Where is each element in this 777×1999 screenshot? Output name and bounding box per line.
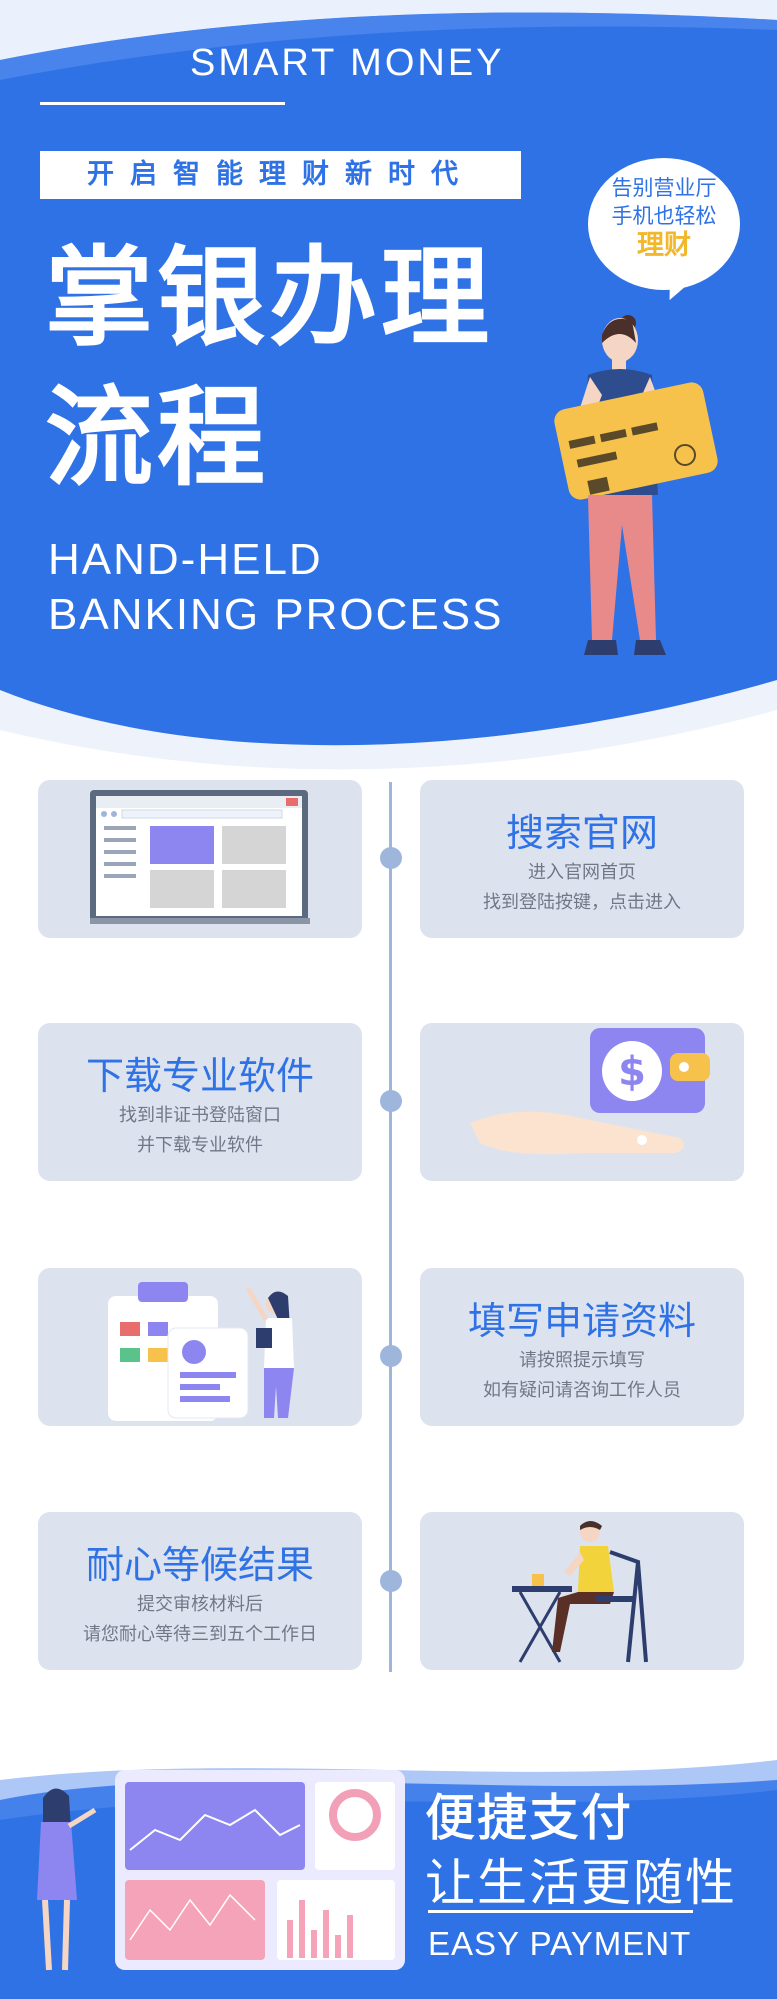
timeline-dot-2 [380, 1090, 402, 1112]
step2-illustration-card: $ [420, 1023, 744, 1181]
step3-text-card: 填写申请资料 请按照提示填写 如有疑问请咨询工作人员 [420, 1268, 744, 1426]
step2-title: 下载专业软件 [85, 1054, 314, 1098]
subtitle-en-line1: HAND-HELD [48, 535, 323, 584]
bubble-line3: 理财 [637, 230, 691, 261]
footer-en: EASY PAYMENT [428, 1925, 692, 1962]
header-divider [40, 102, 285, 105]
footer-line1: 便捷支付 [425, 1789, 633, 1848]
speech-bubble: 告别营业厅 手机也轻松 理财 [588, 158, 740, 290]
footer-divider [428, 1910, 693, 1913]
step4-desc2: 请您耐心等待三到五个工作日 [83, 1624, 317, 1645]
main-title-line2: 流程 [45, 376, 270, 501]
timeline-dot-4 [380, 1570, 402, 1592]
step1-illustration-card [38, 780, 362, 938]
clipboard-form-icon [108, 1282, 294, 1421]
bubble-line2: 手机也轻松 [611, 204, 717, 228]
svg-text:$: $ [618, 1049, 646, 1095]
dashboard-woman-illustration [37, 1770, 405, 1971]
step3-desc2: 如有疑问请咨询工作人员 [483, 1380, 681, 1401]
subtitle-en-line2: BANKING PROCESS [48, 590, 504, 639]
step3-title: 填写申请资料 [467, 1299, 696, 1343]
header-title-en: SMART MONEY [190, 42, 505, 84]
header-bottom-wave [0, 680, 777, 790]
step4-desc1: 提交审核材料后 [137, 1594, 263, 1615]
step2-text-card: 下载专业软件 找到非证书登陆窗口 并下载专业软件 [38, 1023, 362, 1181]
timeline-dot-3 [380, 1345, 402, 1367]
timeline-dot-1 [380, 847, 402, 869]
wallet-dollar-icon: $ [470, 1028, 710, 1155]
footer-line2: 让生活更随性 [425, 1854, 737, 1912]
header-top-wave [0, 0, 777, 80]
step1-title: 搜索官网 [505, 811, 658, 855]
step4-title: 耐心等候结果 [85, 1543, 314, 1587]
step2-desc1: 找到非证书登陆窗口 [119, 1105, 281, 1126]
woman-holding-card-illustration [554, 315, 718, 655]
step1-desc1: 进入官网首页 [528, 862, 636, 883]
step3-desc1: 请按照提示填写 [519, 1350, 645, 1371]
browser-window-icon [90, 790, 310, 924]
step1-desc2: 找到登陆按键，点击进入 [483, 892, 681, 913]
person-waiting-icon [512, 1521, 648, 1663]
step4-illustration-card [420, 1512, 744, 1670]
header-slogan: 开启智能理财新时代 [40, 151, 521, 199]
step4-text-card: 耐心等候结果 提交审核材料后 请您耐心等待三到五个工作日 [38, 1512, 362, 1670]
step2-desc2: 并下载专业软件 [137, 1135, 263, 1156]
main-title-line1: 掌银办理 [45, 236, 494, 361]
timeline-line [389, 782, 392, 1672]
step1-text-card: 搜索官网 进入官网首页 找到登陆按键，点击进入 [420, 780, 744, 938]
step3-illustration-card [38, 1268, 362, 1426]
bubble-line1: 告别营业厅 [611, 176, 717, 200]
